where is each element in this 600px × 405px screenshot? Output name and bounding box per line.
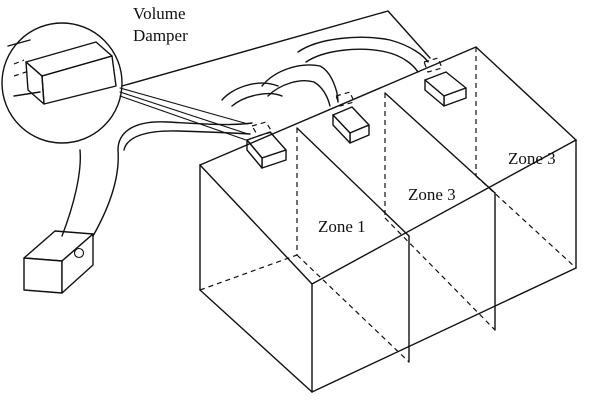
building-box (199, 46, 577, 393)
zone-3-damper-assembly (297, 36, 467, 107)
inset-magnifier-circle (1, 22, 123, 144)
zone-label-3: Zone 3 (508, 149, 556, 168)
zone-label-1: Zone 1 (318, 217, 366, 236)
damper-inset (1, 22, 249, 144)
damper-label-line2: Damper (133, 26, 188, 45)
zone-1-damper-assembly (221, 82, 287, 169)
damper-label-line1: Volume (133, 4, 186, 23)
trunk-duct-upper (121, 10, 431, 87)
supply-duct (61, 121, 253, 237)
zone-2-damper-assembly (261, 64, 370, 144)
zone-label-2: Zone 3 (408, 185, 456, 204)
unit-knob-icon (73, 247, 85, 259)
air-handler-unit (23, 230, 94, 294)
